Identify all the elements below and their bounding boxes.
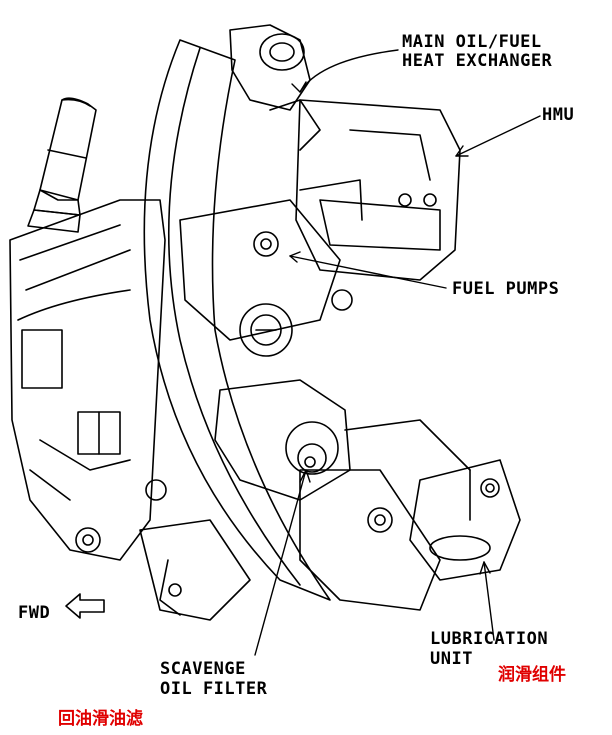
- fuel-pump-drawing: [179, 199, 353, 357]
- label-hmu: HMU: [542, 105, 575, 125]
- hmu-drawing: [295, 99, 461, 281]
- label-fwd: FWD: [18, 603, 51, 623]
- lubrication-unit-drawing: [409, 459, 521, 581]
- heat-exchanger-drawing: [229, 24, 321, 151]
- leader-lines: [254, 49, 541, 656]
- label-main-oil-fuel-hx-1: MAIN OIL/FUEL: [402, 32, 542, 52]
- label-lubrication-1: LUBRICATION: [430, 629, 549, 649]
- label-scavenge-1: SCAVENGE: [160, 659, 246, 679]
- annotation-lubrication-unit-cn: 润滑组件: [498, 665, 566, 685]
- label-fuel-pumps: FUEL PUMPS: [452, 279, 560, 299]
- label-main-oil-fuel-hx-2: HEAT EXCHANGER: [402, 51, 553, 71]
- engine-case-drawing: [9, 199, 167, 561]
- annotation-scavenge-oil-filter-cn: 回油滑油滤: [58, 709, 143, 729]
- lower-accessory-drawing: [139, 469, 441, 621]
- exhaust-pipe-drawing: [27, 97, 97, 233]
- label-lubrication-2: UNIT: [430, 649, 473, 669]
- fwd-arrow-icon: [65, 593, 105, 619]
- label-scavenge-2: OIL FILTER: [160, 679, 268, 699]
- accessory-gearbox-band: [143, 39, 331, 601]
- scavenge-filter-drawing: [214, 379, 471, 501]
